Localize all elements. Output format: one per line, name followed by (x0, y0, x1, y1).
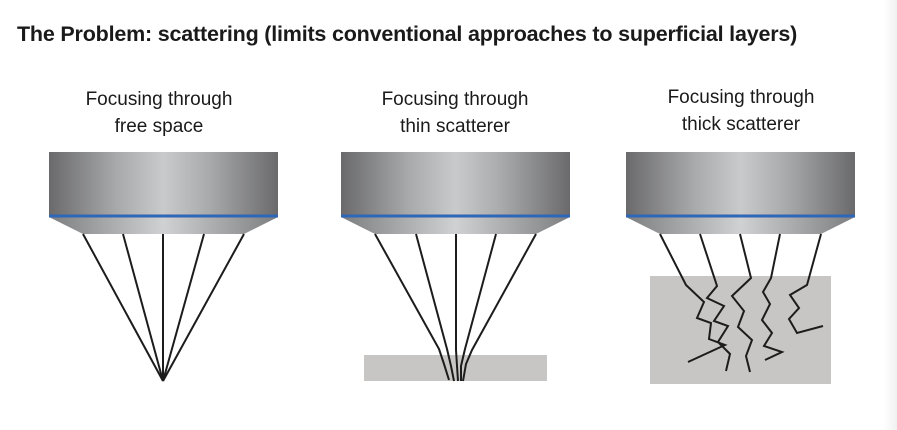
objective-body (341, 152, 570, 216)
objective-lens-icon (341, 152, 570, 234)
ray (122, 233, 164, 382)
caption-free-space: Focusing through free space (29, 86, 289, 140)
objective-lens-icon (626, 152, 855, 234)
right-edge-shade (883, 0, 897, 430)
objective-body (626, 152, 855, 216)
ray (374, 233, 450, 381)
page-title: The Problem: scattering (limits conventi… (17, 22, 798, 46)
ray (699, 233, 732, 372)
ray (787, 233, 824, 335)
caption-line: free space (114, 116, 204, 137)
ray (760, 233, 785, 361)
ray (462, 233, 537, 382)
ray (455, 234, 459, 382)
objective-tip (49, 217, 278, 234)
ray (460, 233, 497, 381)
caption-thick-scatterer: Focusing through thick scatterer (611, 84, 871, 138)
ray (659, 233, 728, 363)
caption-line: thick scatterer (681, 114, 801, 135)
caption-line: Focusing through (85, 89, 233, 110)
light-rays (82, 233, 245, 382)
objective-tip (626, 217, 855, 234)
ray (730, 233, 754, 373)
thin-scatterer-layer (364, 355, 547, 381)
objective-body (49, 152, 278, 216)
ray (162, 233, 205, 382)
ray (415, 233, 455, 382)
caption-line: Focusing through (667, 87, 815, 108)
ray (82, 233, 164, 382)
objective-lens-icon (49, 152, 278, 234)
light-rays (659, 233, 824, 373)
light-rays (374, 233, 537, 382)
objective-tip (341, 217, 570, 234)
ray (162, 233, 245, 382)
caption-line: Focusing through (381, 89, 529, 110)
caption-thin-scatterer: Focusing through thin scatterer (325, 86, 585, 140)
caption-line: thin scatterer (400, 116, 510, 137)
